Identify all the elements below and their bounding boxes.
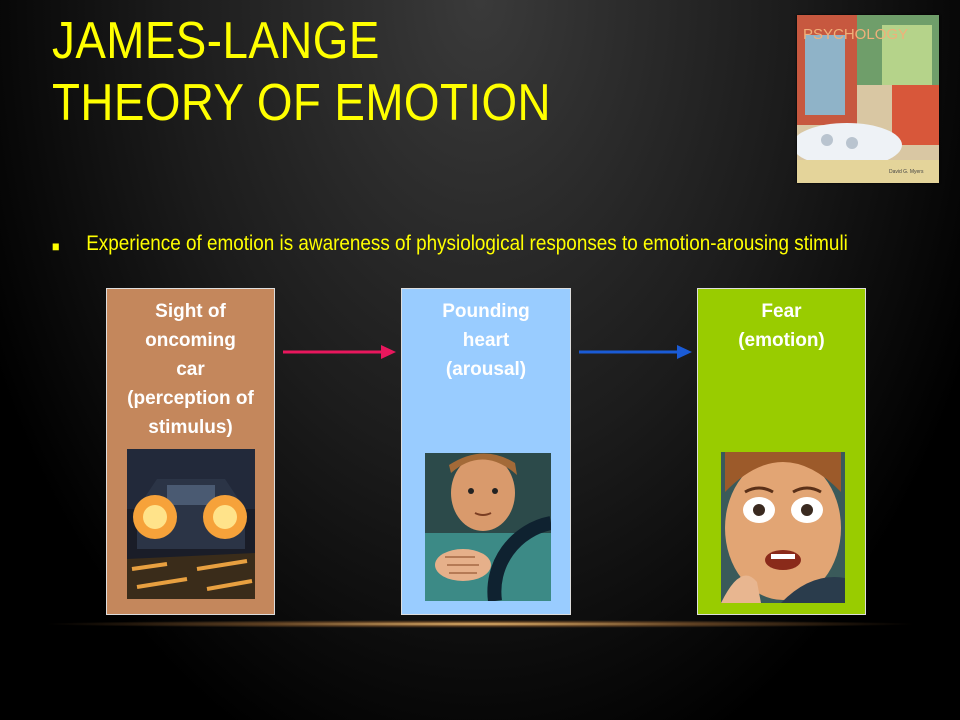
stage-box-perception: Sight of oncoming car (perception of sti…: [106, 288, 275, 615]
square-bullet-icon: ■: [52, 238, 60, 254]
bullet-text: Experience of emotion is awareness of ph…: [86, 232, 848, 255]
title-line-1: JAMES-LANGE: [52, 12, 380, 70]
stage-label-perception: Sight of oncoming car (perception of sti…: [127, 301, 254, 438]
slide-title: JAMES-LANGE THEORY OF EMOTION: [52, 10, 551, 134]
stage-label-arousal: Pounding heart (arousal): [442, 301, 530, 380]
psychology-book-cover-image: PSYCHOLOGY David G. Myers: [797, 15, 939, 183]
floor-reflection: [40, 620, 920, 628]
oncoming-car-image: [127, 449, 255, 599]
pounding-heart-image: [425, 453, 551, 601]
stage-label-emotion: Fear (emotion): [738, 301, 825, 351]
title-line-2: THEORY OF EMOTION: [52, 74, 552, 132]
arrow-right-icon-1: [283, 345, 396, 359]
book-title-text: PSYCHOLOGY: [803, 26, 908, 43]
book-author-text: David G. Myers: [889, 169, 924, 175]
arrow-right-icon-2: [579, 345, 692, 359]
fearful-face-image: [721, 452, 845, 603]
bullet-point: ■ Experience of emotion is awareness of …: [52, 230, 848, 258]
stage-box-emotion: Fear (emotion): [697, 288, 866, 615]
stage-box-arousal: Pounding heart (arousal): [401, 288, 571, 615]
